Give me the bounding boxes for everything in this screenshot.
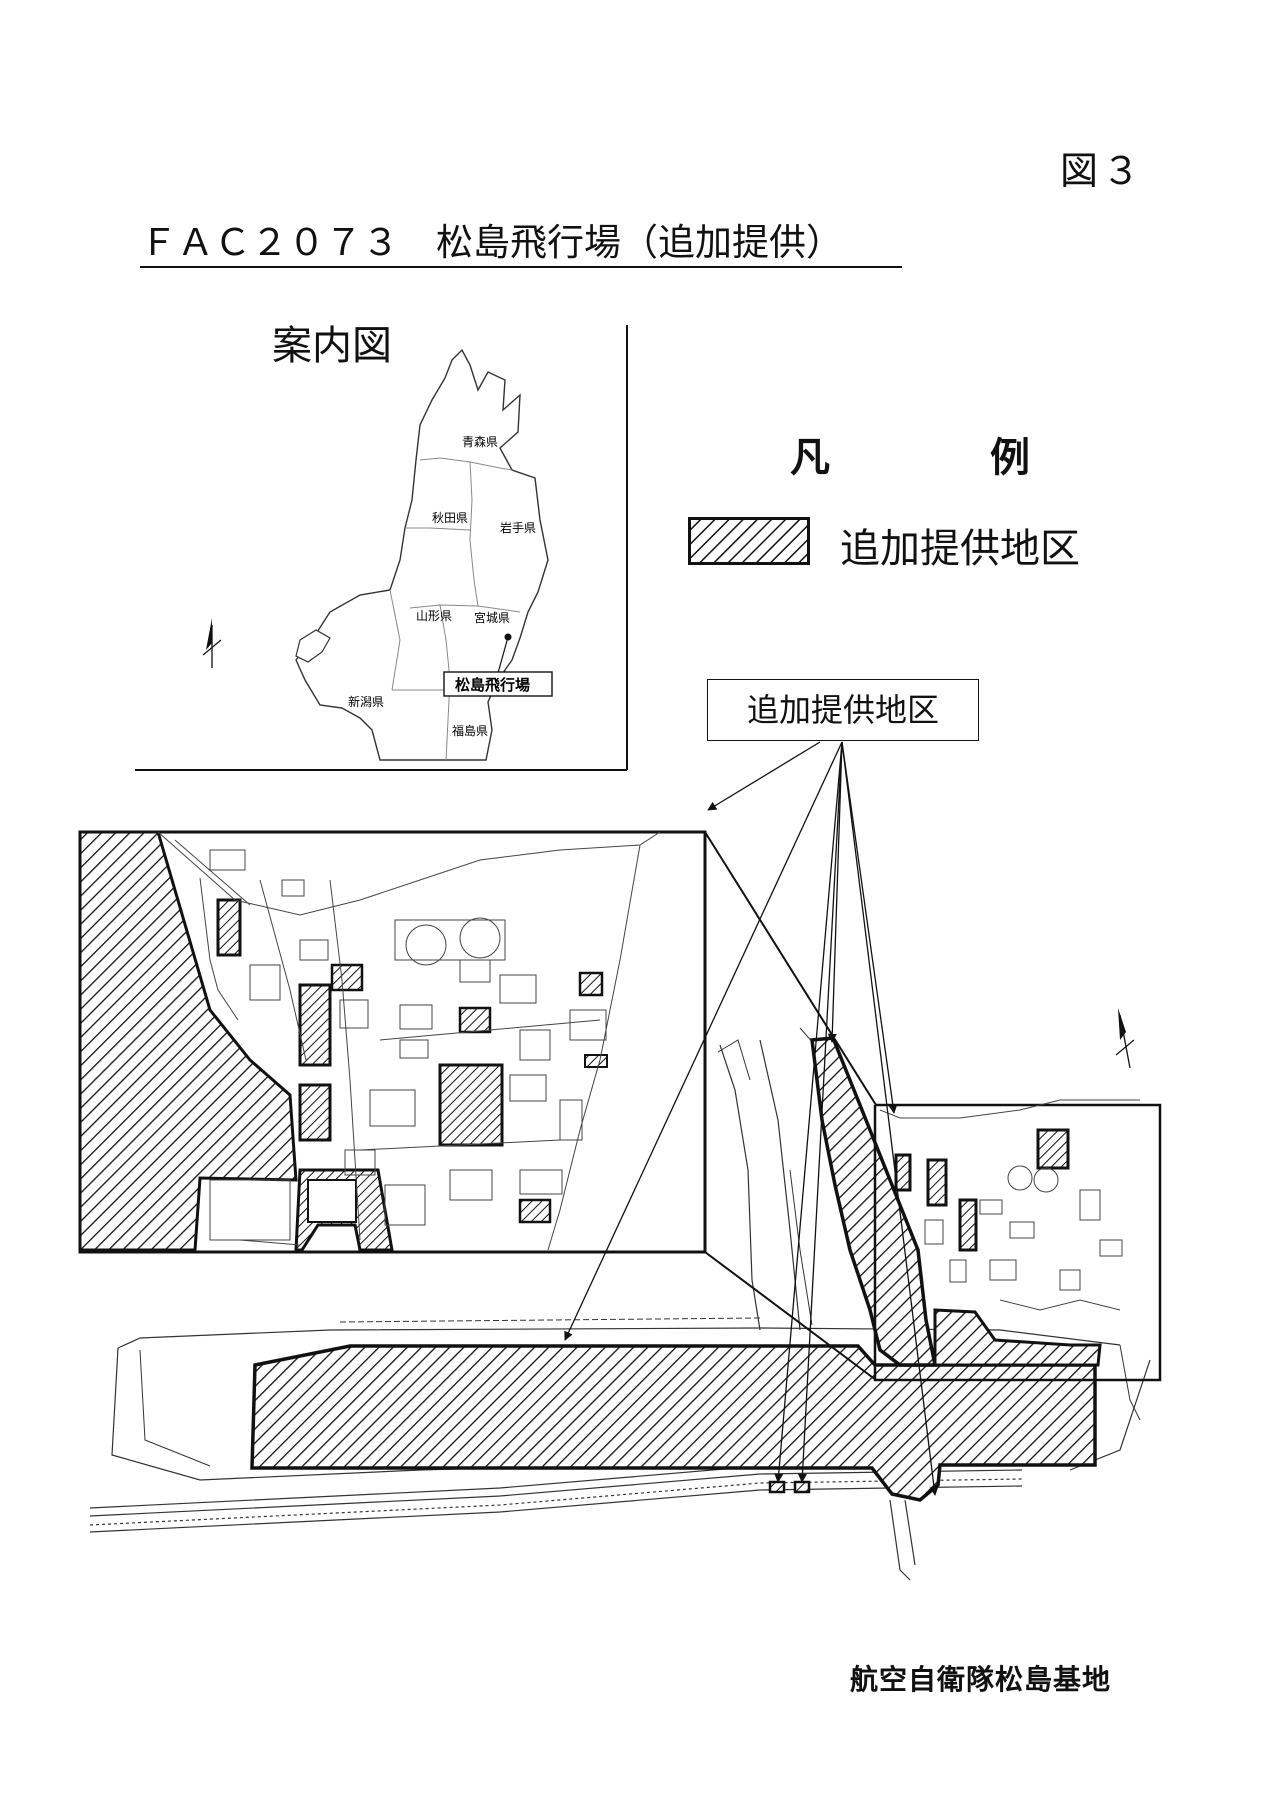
hatched-area-runway [250, 1344, 1097, 1502]
footer-organization: 航空自衛隊松島基地 [850, 1663, 1112, 1696]
hatched-block [330, 963, 364, 992]
inset-connector-top [704, 831, 877, 1106]
north-arrow-icon [202, 618, 222, 668]
hatched-block [584, 1054, 608, 1068]
figure-number: 図３ [1060, 149, 1145, 193]
legend-swatch [688, 517, 810, 565]
hatched-block [458, 1006, 492, 1034]
title-underline [140, 266, 902, 268]
buildings-right [879, 1099, 1140, 1311]
page-title: ＦＡＣ２０７３ 松島飛行場（追加提供） [140, 221, 843, 264]
hatched-block [298, 1083, 332, 1142]
buildings-inset [157, 831, 661, 1251]
hatched-block [926, 1158, 948, 1207]
pref-label-aomori: 青森県 [462, 434, 498, 449]
hatched-block [438, 1063, 504, 1147]
north-arrow-icon [1115, 1008, 1135, 1069]
hatched-area-inset-west [78, 830, 298, 1252]
hatched-block [298, 983, 332, 1067]
hatched-area-apron [933, 1308, 1102, 1367]
hatched-block [216, 898, 242, 957]
callout-leaders [564, 741, 939, 1496]
hatched-block [578, 971, 604, 997]
hatched-block [518, 1198, 552, 1224]
hatched-block [768, 1480, 786, 1494]
airfield-label: 松島飛行場 [455, 676, 530, 694]
pref-label-yamagata: 山形県 [416, 609, 452, 623]
callout-label: 追加提供地区 [707, 679, 979, 741]
hatched-block [958, 1198, 978, 1252]
legend-title: 凡 例 [790, 435, 1090, 481]
pref-label-niigata: 新潟県 [348, 694, 384, 709]
pref-label-iwate: 岩手県 [500, 520, 536, 535]
hatched-area-taxiway [810, 1036, 938, 1367]
pref-label-fukushima: 福島県 [452, 723, 488, 738]
inset-connector-bottom [704, 1251, 877, 1381]
hatched-block [793, 1480, 811, 1494]
hatched-block [1036, 1128, 1070, 1170]
pref-label-miyagi: 宮城県 [474, 610, 510, 625]
detail-frame-right [873, 1103, 1162, 1382]
legend-item-label: 追加提供地区 [840, 526, 1080, 572]
pref-label-akita: 秋田県 [432, 511, 468, 525]
hatched-block [894, 1153, 912, 1192]
index-map-title: 案内図 [272, 323, 392, 369]
